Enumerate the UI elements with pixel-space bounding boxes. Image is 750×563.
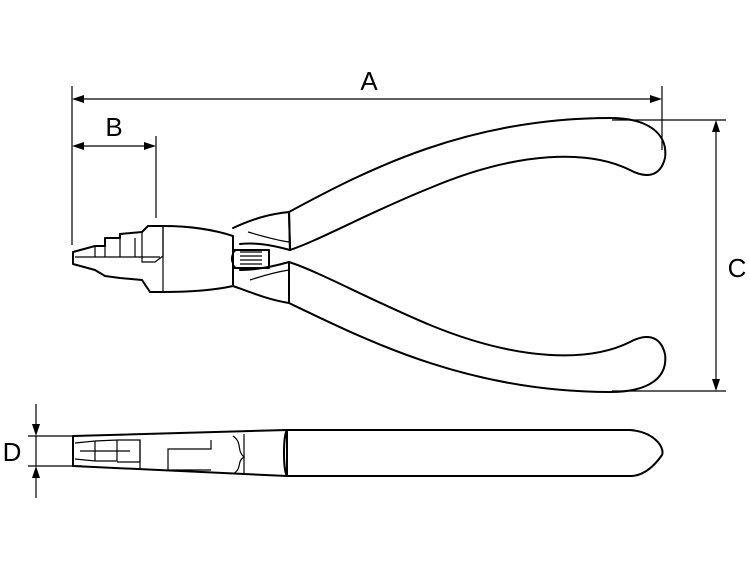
plier-bottom-view <box>72 429 664 477</box>
dimension-a: A <box>71 66 663 245</box>
plier-top-view <box>72 117 667 393</box>
dimension-d-arrow-top <box>32 424 40 436</box>
upper-neck <box>232 211 291 251</box>
dimension-b: B <box>72 112 157 218</box>
jaw-tip-step <box>94 234 136 257</box>
dimension-b-arrow-left <box>72 142 84 150</box>
dimension-d-label: D <box>3 437 22 467</box>
dimension-c-arrow-bottom <box>712 379 720 391</box>
upper-handle <box>288 117 667 251</box>
bottom-handle <box>283 429 664 477</box>
dimension-a-arrow-right <box>650 95 662 103</box>
dimension-d: D <box>3 404 82 498</box>
pivot-spring <box>230 249 237 269</box>
bottom-pivot-curve <box>232 435 246 475</box>
lower-handle <box>288 261 667 393</box>
upper-neck-inner <box>247 231 290 243</box>
dimension-b-arrow-right <box>144 142 156 150</box>
jaw-head <box>72 225 234 293</box>
bottom-jaw-tip <box>74 439 141 463</box>
dimension-a-arrow-left <box>72 95 84 103</box>
dimension-a-label: A <box>360 66 378 96</box>
pivot-box <box>232 249 270 269</box>
dimension-b-label: B <box>105 112 122 142</box>
lower-neck-inner <box>249 269 290 281</box>
dimension-c: C <box>612 119 747 392</box>
bottom-step-feature <box>139 440 212 471</box>
dimension-c-arrow-top <box>712 120 720 132</box>
dimension-d-arrow-bottom <box>32 466 40 478</box>
dimension-c-label: C <box>728 253 747 283</box>
bottom-jaw-body <box>72 429 288 477</box>
